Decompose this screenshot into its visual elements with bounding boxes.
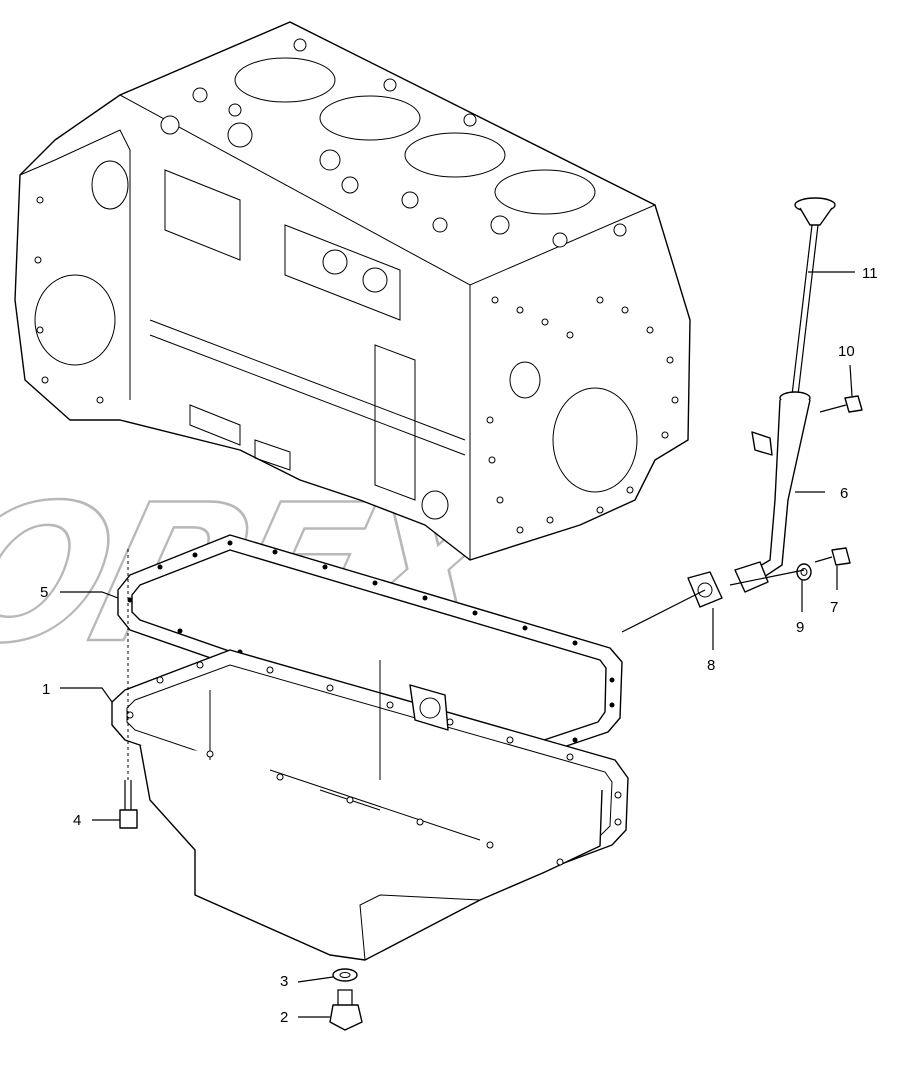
leader-lines — [60, 271, 855, 1018]
tube-icon — [734, 391, 811, 593]
engine-block-icon — [14, 21, 691, 561]
callouts: 1 2 3 4 5 6 7 8 9 10 11 — [40, 265, 878, 1026]
oil-pan-icon — [111, 649, 629, 961]
plug-icon — [329, 968, 363, 1031]
dipstick-icon — [791, 197, 836, 396]
callout-10: 10 — [838, 343, 855, 360]
callout-4: 4 — [73, 812, 81, 829]
callout-11: 11 — [862, 265, 878, 282]
callout-6: 6 — [840, 485, 848, 502]
callout-5: 5 — [40, 584, 48, 601]
callout-9: 9 — [796, 619, 804, 636]
callout-8: 8 — [707, 657, 715, 674]
callout-3: 3 — [280, 973, 288, 990]
bolt-4-icon — [119, 548, 138, 829]
bolt-icon — [814, 547, 851, 566]
callout-2: 2 — [280, 1009, 288, 1026]
callout-1: 1 — [42, 681, 50, 698]
callout-7: 7 — [830, 599, 838, 616]
bolt-10-icon — [819, 395, 863, 413]
